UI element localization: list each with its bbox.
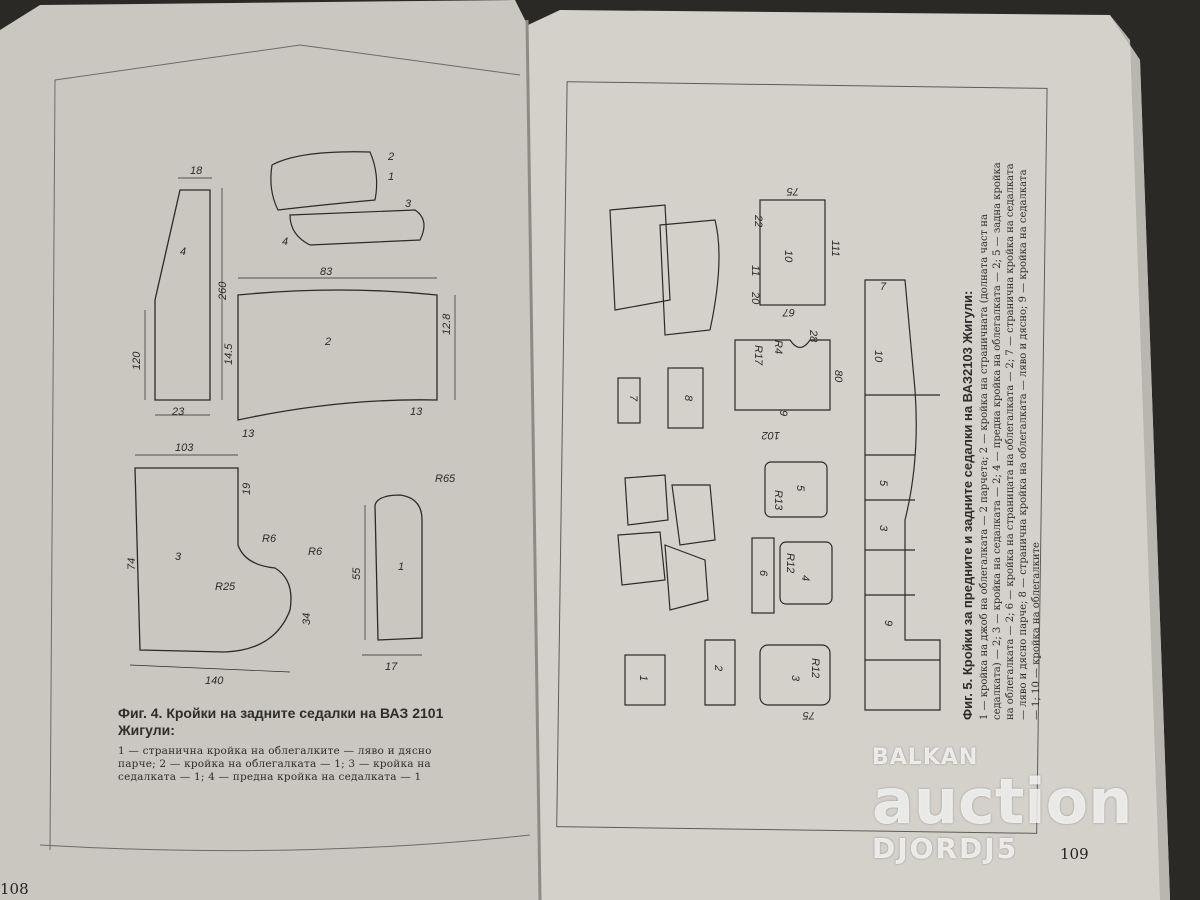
watermark: BALKAN auction DJORDJ5: [872, 745, 1132, 865]
r-label-8: 8: [682, 395, 694, 402]
dim-p2-right: 12.8: [441, 313, 453, 335]
dim-p2-left: 14.5: [223, 343, 235, 365]
r-dim-r13: R13: [772, 490, 784, 511]
r-label-9: 9: [777, 410, 789, 416]
label-2: 2: [324, 336, 331, 348]
right-patterns: [609, 199, 941, 711]
r-dim: 75: [802, 709, 815, 721]
dim-p1-h: 55: [351, 567, 363, 580]
label-3: 3: [175, 551, 182, 563]
label-1: 1: [398, 561, 404, 573]
r-strip-3: 3: [877, 525, 889, 532]
r-label-10: 10: [782, 250, 794, 263]
dim-p4-bottom: 23: [171, 406, 185, 418]
dim-p3-19: 19: [241, 483, 253, 495]
sketch-label-4: 4: [282, 236, 288, 248]
r-label-7: 7: [627, 395, 639, 402]
watermark-line3: DJORDJ5: [872, 832, 1019, 865]
page-number-left: 108: [0, 880, 29, 898]
r-dim: R17: [752, 345, 764, 366]
r-dim: 22: [752, 214, 764, 227]
r-dim: 11: [749, 265, 761, 276]
r-strip-10: 10: [872, 350, 884, 363]
r-dim: 102: [762, 429, 780, 441]
right-page: [528, 10, 1170, 900]
r-dim: 75: [786, 185, 799, 197]
figure-4-title: Фиг. 4. Кройки на задните седалки на ВАЗ…: [118, 705, 444, 738]
seat-sketch: [270, 151, 425, 246]
r-strip-7: 7: [880, 281, 887, 293]
dim-p3-top: 103: [175, 442, 194, 454]
pattern-4: [144, 177, 223, 416]
watermark-line2: auction: [872, 765, 1133, 838]
r-dim: 20: [749, 291, 761, 305]
r-dim: R4: [772, 340, 784, 354]
left-frame: [54, 44, 521, 81]
r-dim: 28: [807, 329, 819, 343]
pattern-1: [362, 494, 423, 656]
r-dim: 80: [832, 370, 844, 383]
r-strip-5: 5: [877, 480, 889, 487]
pattern-3: [129, 454, 292, 673]
r-label-4: 4: [799, 575, 811, 581]
figure-5-title: Фиг. 5. Кройки за предните и задните сед…: [960, 290, 975, 720]
r-dim-r12-part3: R12: [809, 658, 821, 678]
label-4: 4: [180, 246, 186, 258]
figure-5-caption: Фиг. 5. Кройки за предните и задните сед…: [960, 160, 1043, 720]
right-frame: [556, 81, 1048, 834]
r-label-3: 3: [789, 675, 801, 682]
dim-p3-bottom: 140: [205, 675, 224, 687]
dim-p1-r65: R65: [435, 473, 456, 485]
left-page: [0, 0, 540, 900]
r-dim: 67: [782, 306, 795, 318]
watermark-line1: BALKAN: [872, 745, 979, 770]
figure-4-legend: 1 — странична кройка на облегалките — ля…: [118, 745, 432, 783]
dim-p2-b2: 13: [242, 428, 255, 440]
r-label-2: 2: [712, 664, 724, 671]
dim-p1-w: 17: [385, 661, 398, 673]
figure-5-legend: 1 — кройка на джоб на облегалката — 2 па…: [979, 162, 1042, 720]
right-dimension-labels: 75 22 11 20 111 67 R17 R4 28 80 102 R13 …: [627, 185, 894, 721]
sketch-label-3: 3: [405, 198, 412, 210]
figure-4-caption: Фиг. 4. Кройки на задните седалки на ВАЗ…: [118, 705, 468, 784]
dim-p3-r6b: R6: [308, 546, 323, 558]
r-label-1: 1: [637, 675, 649, 681]
sketch-label-1: 1: [388, 171, 394, 183]
r-strip-9: 9: [882, 620, 894, 626]
r-dim: 111: [829, 240, 841, 257]
dim-p4-height: 260: [217, 281, 229, 301]
r-label-5: 5: [794, 485, 806, 492]
r-label-6: 6: [757, 570, 769, 577]
page-number-right: 109: [1060, 845, 1089, 863]
dim-p2-b1: 13: [410, 406, 423, 418]
dim-p4-top: 18: [190, 165, 203, 177]
pattern-2: [237, 277, 456, 421]
r-dim-r12-part4: R12: [784, 553, 796, 573]
dim-p3-34: 34: [301, 613, 313, 625]
dim-p3-left: 74: [126, 558, 138, 570]
dim-p3-r25: R25: [215, 581, 236, 593]
dim-p3-r6a: R6: [262, 533, 277, 545]
dim-p2-top: 83: [320, 266, 333, 278]
dim-p4-left: 120: [131, 351, 143, 370]
sketch-label-2: 2: [387, 151, 394, 163]
